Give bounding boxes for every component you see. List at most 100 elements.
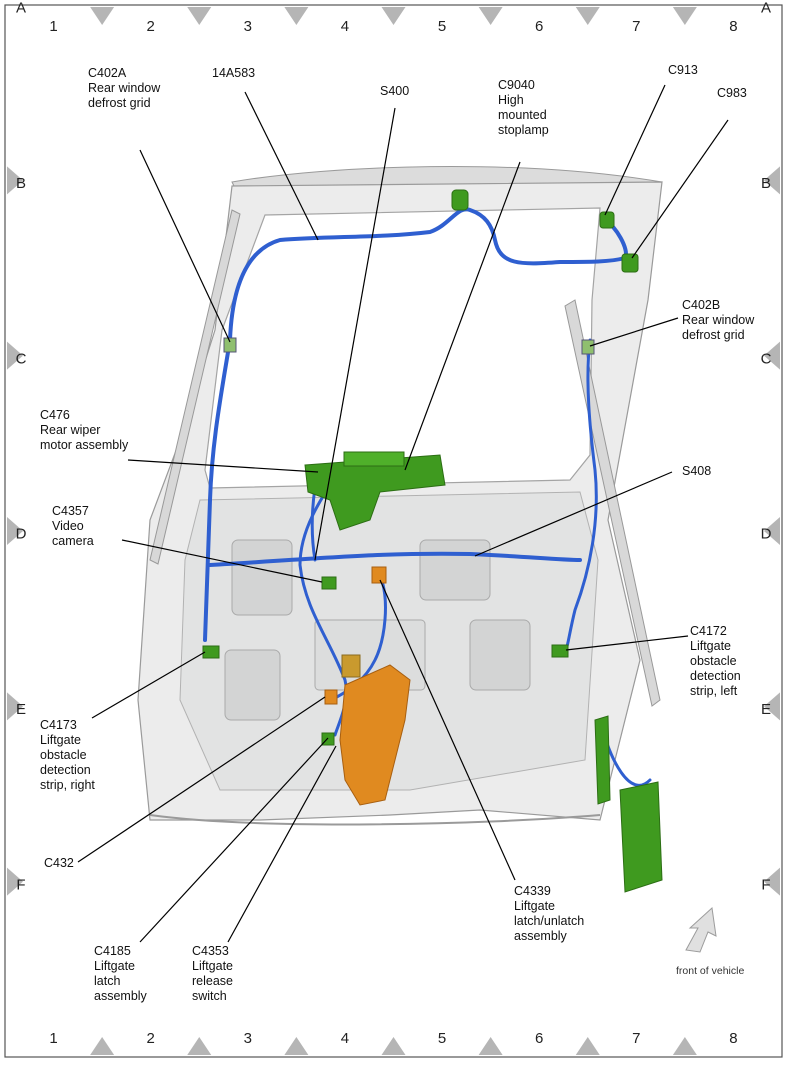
grid-tick-top <box>187 7 212 25</box>
connector-c983 <box>621 253 639 273</box>
callout-14a583: 14A583 <box>212 66 256 80</box>
grid-tick-left <box>7 341 23 370</box>
grid-row-label: E <box>761 701 771 718</box>
grid-tick-right <box>764 166 780 195</box>
wiper-motor-assembly <box>304 454 446 531</box>
connector-c913 <box>599 211 615 229</box>
release-switch <box>341 654 361 678</box>
leader-14a583 <box>244 91 319 241</box>
leader-c4185 <box>139 737 329 943</box>
grid-tick-top <box>575 7 600 25</box>
leader-c9040 <box>404 161 521 471</box>
grid-tick-top <box>672 7 697 25</box>
grid-tick-top <box>478 7 503 25</box>
leader-c402b <box>589 317 679 347</box>
leader-c4357 <box>121 539 323 583</box>
leader-s400 <box>314 107 396 561</box>
panel-cutout <box>419 539 491 601</box>
grid-column-label: 2 <box>147 18 155 35</box>
leader-c983 <box>631 119 729 259</box>
leader-c4353 <box>227 745 337 943</box>
callout-c4172: C4172 Liftgate obstacle detection strip,… <box>690 624 741 698</box>
connector-c4339 <box>371 566 387 584</box>
grid-tick-right <box>764 517 780 545</box>
callout-c402b: C402B Rear window defrost grid <box>682 298 755 342</box>
callout-c983: C983 <box>717 86 747 100</box>
leader-c402a <box>139 149 231 343</box>
leader-c4339 <box>379 579 516 881</box>
grid-tick-right <box>764 867 780 896</box>
grid-tick-bottom <box>575 1037 600 1055</box>
side-module <box>619 781 663 893</box>
callout-s400: S400 <box>380 84 410 98</box>
grid-row-label: A <box>761 0 771 17</box>
leader-lines <box>77 84 729 943</box>
leader-c913 <box>604 84 666 216</box>
grid-row-label: B <box>761 175 771 192</box>
callout-c476: C476 Rear wiper motor assembly <box>40 408 129 452</box>
callout-c4173: C4173 Liftgate obstacle detection strip,… <box>40 718 95 792</box>
callout-s408: S408 <box>682 464 712 478</box>
grid-tick-bottom <box>478 1037 503 1055</box>
grid-tick-bottom <box>187 1037 212 1055</box>
panel-cutout <box>224 649 281 721</box>
connector-c402a <box>223 337 237 353</box>
harness-left-drop <box>203 338 232 642</box>
grid-column-label: 5 <box>438 1030 446 1047</box>
grid-column-label: 8 <box>729 18 737 35</box>
grid-tick-left <box>7 867 23 896</box>
callout-c4339: C4339 Liftgate latch/unlatch assembly <box>514 884 585 943</box>
callout-c402a: C402A Rear window defrost grid <box>88 66 161 110</box>
grid-tick-top <box>284 7 309 25</box>
callout-c4185: C4185 Liftgate latch assembly <box>94 944 147 1003</box>
side-module-bracket <box>594 715 611 805</box>
latch-assembly <box>339 664 411 806</box>
connector-c402b <box>581 339 595 355</box>
stoplamp-housing <box>343 451 405 467</box>
grid-column-label: 4 <box>341 18 349 35</box>
front-of-vehicle-arrow-icon <box>685 906 717 953</box>
connector-c4173 <box>202 645 220 659</box>
grid-column-label: 3 <box>244 18 252 35</box>
grid-column-label: 2 <box>147 1030 155 1047</box>
callout-c4357: C4357 Video camera <box>52 504 94 548</box>
grid-column-label: 6 <box>535 1030 543 1047</box>
grid-tick-top <box>381 7 406 25</box>
grid-row-label: F <box>16 876 25 893</box>
gas-strut-right <box>149 209 241 565</box>
grid-tick-bottom <box>381 1037 406 1055</box>
leader-c432 <box>77 696 326 863</box>
grid-row-label: C <box>761 350 772 367</box>
leader-c476 <box>127 459 319 473</box>
grid-row-label: D <box>761 526 772 543</box>
grid-tick-bottom <box>284 1037 309 1055</box>
grid-column-label: 3 <box>244 1030 252 1047</box>
grid-row-label: C <box>16 350 27 367</box>
grid-row-label: E <box>16 701 26 718</box>
wire-harness <box>203 207 652 787</box>
front-of-vehicle-label: front of vehicle <box>676 965 745 977</box>
callout-c4353: C4353 Liftgate release switch <box>192 944 234 1003</box>
diagram-border <box>4 4 783 1058</box>
panel-cutout <box>231 539 293 616</box>
leader-c4173 <box>91 651 206 719</box>
grid-column-label: 1 <box>49 1030 57 1047</box>
components <box>202 189 663 893</box>
grid-tick-left <box>7 166 23 195</box>
grid-column-label: 7 <box>632 18 640 35</box>
grid-column-label: 6 <box>535 18 543 35</box>
grid-tick-bottom <box>672 1037 697 1055</box>
panel-bottom-edge <box>149 814 601 826</box>
connector-c4357 <box>321 576 337 590</box>
leader-s408 <box>474 471 673 557</box>
grid-column-label: 1 <box>49 18 57 35</box>
grid-tick-marks <box>7 7 780 1055</box>
grid-row-label: B <box>16 175 26 192</box>
grid-row-label: D <box>16 526 27 543</box>
grid-column-label: 7 <box>632 1030 640 1047</box>
callout-c432: C432 <box>44 856 74 870</box>
leader-c4172 <box>565 635 689 651</box>
grid-tick-left <box>7 692 23 721</box>
